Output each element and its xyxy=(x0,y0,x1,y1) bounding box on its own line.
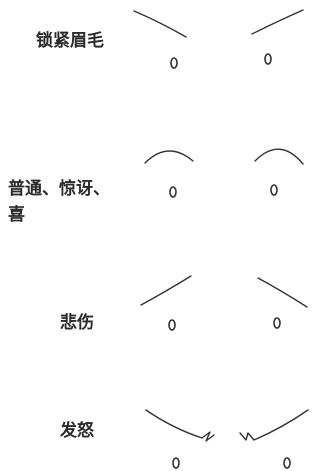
right-eyebrow-angry xyxy=(239,409,309,441)
right-mouth-o xyxy=(270,184,278,196)
face-normal xyxy=(144,148,304,198)
left-mouth-o xyxy=(172,457,180,469)
left-eyebrow-arched xyxy=(144,150,194,164)
face-furrowed-brows xyxy=(133,9,304,69)
left-mouth-o xyxy=(168,319,176,331)
left-mouth-o xyxy=(170,57,178,69)
left-eyebrow-sad xyxy=(140,275,192,306)
left-eyebrow-angry xyxy=(145,409,215,442)
left-mouth-o xyxy=(169,186,177,198)
right-mouth-o xyxy=(273,317,281,329)
right-eyebrow-arched xyxy=(254,148,304,165)
right-eyebrow-furrowed xyxy=(251,9,304,35)
right-eyebrow-sad xyxy=(257,277,308,308)
face-angry xyxy=(145,409,309,469)
right-mouth-o xyxy=(283,457,291,469)
expression-label-sad: 悲伤 xyxy=(60,313,94,333)
expression-label-normal-surprised-happy: 普通、惊讶、 喜 xyxy=(8,179,110,225)
left-eyebrow-furrowed xyxy=(133,10,187,38)
face-sad xyxy=(140,275,308,331)
expression-label-furrowed-brows: 锁紧眉毛 xyxy=(36,31,104,51)
right-mouth-o xyxy=(264,53,272,65)
expression-label-angry: 发怒 xyxy=(60,421,94,441)
